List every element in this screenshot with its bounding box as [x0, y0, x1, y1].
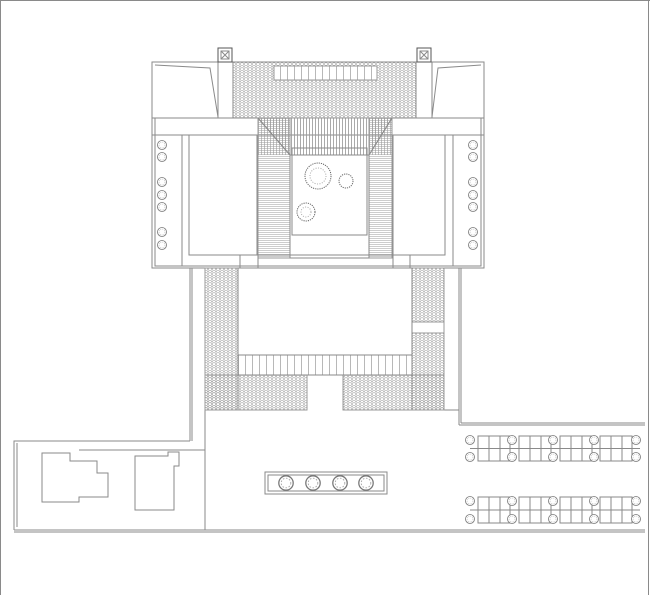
tree-icon: [332, 475, 348, 491]
tree-icon: [157, 140, 167, 150]
chimney: [217, 47, 233, 63]
tree-icon: [631, 514, 641, 524]
chimney: [416, 47, 432, 63]
tree-icon: [548, 435, 558, 445]
tree-icon: [548, 514, 558, 524]
tree-icon: [468, 190, 478, 200]
tree-icon: [468, 140, 478, 150]
tree-icon: [304, 162, 332, 190]
tree-icon: [631, 496, 641, 506]
tree-icon: [465, 514, 475, 524]
tree-icon: [589, 514, 599, 524]
tree-icon: [468, 152, 478, 162]
tree-icon: [548, 452, 558, 462]
tree-icon: [468, 177, 478, 187]
tree-icon: [465, 452, 475, 462]
tree-icon: [338, 173, 354, 189]
tree-icon: [468, 240, 478, 250]
tree-icon: [507, 435, 517, 445]
tree-icon: [548, 496, 558, 506]
tree-icon: [589, 496, 599, 506]
tree-icon: [157, 240, 167, 250]
inner-courtyard: [291, 147, 368, 236]
tree-icon: [157, 152, 167, 162]
tree-icon: [465, 496, 475, 506]
tree-icon: [157, 227, 167, 237]
shrub-row: [157, 140, 478, 250]
front-courtyard: [204, 267, 445, 411]
tree-icon: [358, 475, 374, 491]
tree-icon: [507, 452, 517, 462]
tree-icon: [631, 452, 641, 462]
tree-icon: [305, 475, 321, 491]
tree-icon: [589, 452, 599, 462]
tree-icon: [507, 496, 517, 506]
tree-icon: [631, 435, 641, 445]
tree-icon: [278, 475, 294, 491]
tree-icon: [507, 514, 517, 524]
tree-icon: [589, 435, 599, 445]
parking-lots: [465, 435, 641, 524]
tree-icon: [465, 435, 475, 445]
tree-icon: [157, 190, 167, 200]
main-building: [151, 47, 485, 269]
tree-icon: [157, 177, 167, 187]
neighbor-buildings: [13, 440, 205, 530]
tree-icon: [468, 227, 478, 237]
planter: [264, 471, 388, 495]
tree-icon: [296, 202, 316, 222]
tree-icon: [468, 202, 478, 212]
tree-icon: [157, 202, 167, 212]
